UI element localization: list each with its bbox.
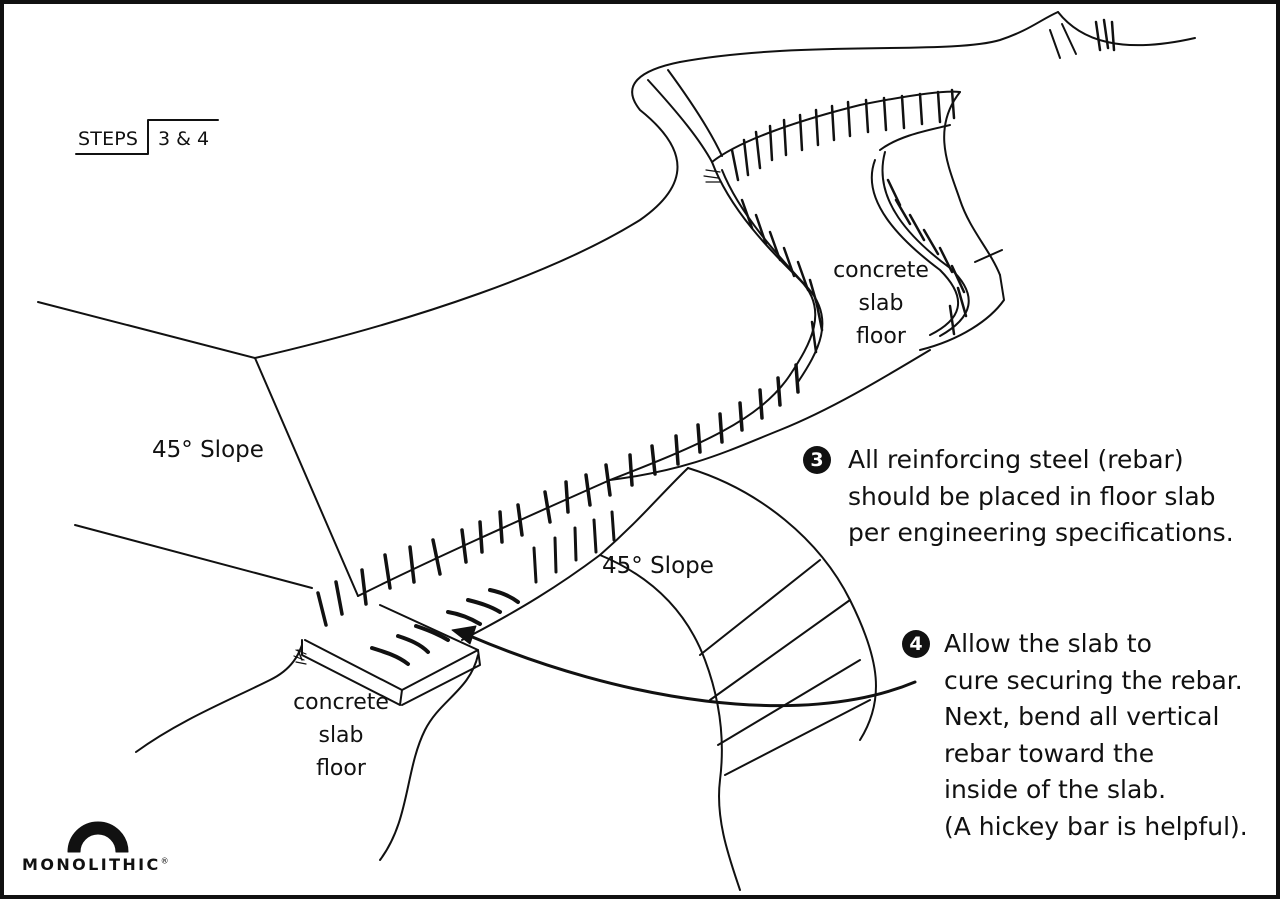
slab-label-upper: concrete slab floor [826, 254, 936, 353]
steps-heading: STEPS [78, 128, 139, 150]
ground-hatching [293, 169, 721, 665]
step-4-line1: Allow the slab to [944, 629, 1152, 658]
lower-terrain [135, 644, 479, 861]
center-trench [357, 349, 931, 641]
step-3-text: All reinforcing steel (rebar) should be … [848, 442, 1234, 552]
step-4-line3: Next, bend all vertical [944, 702, 1220, 731]
step-4-line4: rebar toward the [944, 738, 1155, 768]
brand-name: MONOLITHIC [22, 855, 161, 874]
step-4-line5: inside of the slab. [944, 775, 1167, 804]
slab-label-lower: concrete slab floor [286, 686, 396, 785]
step4-arrow [468, 634, 917, 708]
rebar-vertical-near [316, 363, 800, 627]
slab-label-lower-line2: slab [318, 723, 364, 748]
rebar-vertical-upper [730, 18, 1116, 354]
brand-mark: ® [160, 856, 172, 866]
step-4-text: Allow the slab to cure securing the reba… [944, 626, 1248, 845]
slope-label-left: 45° Slope [152, 437, 264, 463]
rebar-vertical-inner [532, 510, 616, 584]
left-slope-outline [37, 61, 681, 597]
slab-label-upper-line2: slab [858, 291, 904, 316]
step-3-line2: should be placed in floor slab [848, 481, 1216, 511]
step-3-badge: 3 [803, 446, 831, 474]
step-4-badge: 4 [902, 630, 930, 658]
step-4-line2: cure securing the rebar. [944, 665, 1243, 695]
step-3-line3: per engineering specifications. [848, 518, 1234, 547]
step-4-line6: (A hickey bar is helpful). [944, 811, 1248, 841]
slab-label-upper-line1: concrete [833, 258, 929, 283]
right-lower-slope [599, 467, 877, 891]
monolithic-logo-mark [67, 821, 129, 853]
slope-label-right: 45° Slope [602, 553, 714, 579]
slab-label-upper-line3: floor [856, 324, 906, 349]
step-3-line1: All reinforcing steel (rebar) [848, 445, 1184, 474]
steps-numbers: 3 & 4 [158, 128, 210, 150]
steps-bracket [75, 119, 219, 155]
slab-label-lower-line3: floor [316, 756, 366, 781]
arrow-head [451, 625, 477, 645]
slab-label-lower-line1: concrete [293, 690, 389, 715]
background-terrain [647, 11, 1196, 276]
rebar-bent-lower [370, 588, 520, 666]
monolithic-brand: MONOLITHIC® [22, 855, 171, 874]
